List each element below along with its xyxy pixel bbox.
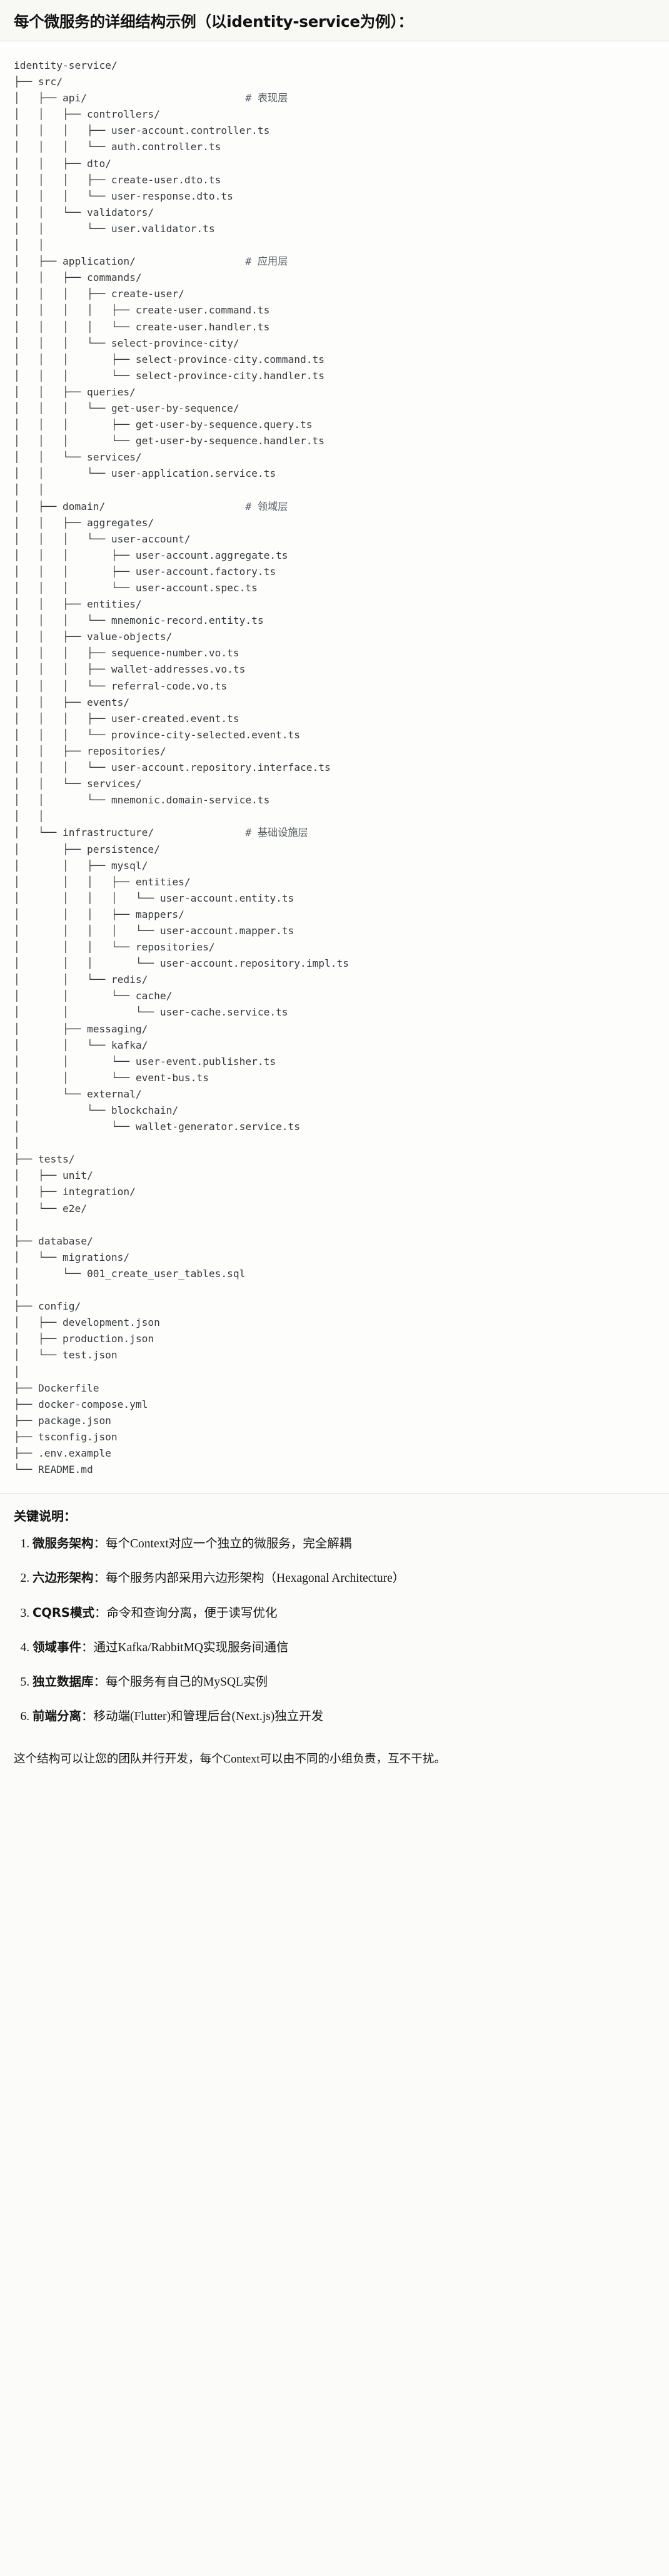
key-note-item: 前端分离：移动端(Flutter)和管理后台(Next.js)独立开发	[33, 1707, 655, 1726]
key-note-item: CQRS模式：命令和查询分离，便于读写优化	[33, 1604, 655, 1623]
key-notes-section: 关键说明： 微服务架构：每个Context对应一个独立的微服务，完全解耦六边形架…	[0, 1494, 669, 1742]
key-note-separator: ：	[93, 1572, 106, 1586]
tree-layer-comment: # 领域层	[245, 500, 288, 512]
key-note-term: 微服务架构	[33, 1536, 94, 1551]
key-notes-title: 关键说明：	[14, 1509, 76, 1524]
page-title: 每个微服务的详细结构示例（以identity-service为例）：	[14, 13, 413, 31]
key-note-term: 领域事件	[33, 1639, 82, 1654]
key-note-item: 六边形架构：每个服务内部采用六边形架构（Hexagonal Architectu…	[33, 1569, 655, 1588]
key-note-separator: ：	[93, 1537, 106, 1551]
key-note-description: 移动端(Flutter)和管理后台(Next.js)独立开发	[93, 1710, 324, 1724]
tree-layer-comment: # 应用层	[245, 255, 288, 268]
key-note-term: 六边形架构	[33, 1571, 94, 1586]
key-note-separator: ：	[81, 1710, 94, 1724]
tree-layer-comment: # 基础设施层	[245, 827, 308, 839]
key-note-description: 每个服务内部采用六边形架构（Hexagonal Architecture）	[106, 1572, 405, 1586]
key-note-term: 前端分离	[33, 1709, 82, 1724]
key-note-item: 领域事件：通过Kafka/RabbitMQ实现服务间通信	[33, 1638, 655, 1657]
key-note-description: 每个服务有自己的MySQL实例	[106, 1676, 268, 1689]
key-note-description: 命令和查询分离，便于读写优化	[106, 1606, 278, 1620]
key-note-separator: ：	[93, 1676, 106, 1689]
key-note-description: 每个Context对应一个独立的微服务，完全解耦	[106, 1537, 352, 1551]
key-note-separator: ：	[94, 1606, 107, 1620]
key-note-description: 通过Kafka/RabbitMQ实现服务间通信	[93, 1641, 289, 1654]
key-note-separator: ：	[81, 1641, 94, 1654]
closing-paragraph: 这个结构可以让您的团队并行开发，每个Context可以由不同的小组负责，互不干扰…	[0, 1741, 669, 1786]
document-header: 每个微服务的详细结构示例（以identity-service为例）：	[0, 0, 669, 41]
directory-tree: identity-service/ ├── src/ │ ├── api/ # …	[14, 59, 350, 1476]
tree-layer-comment: # 表现层	[245, 92, 288, 104]
key-note-term: 独立数据库	[33, 1674, 94, 1689]
document-page: 每个微服务的详细结构示例（以identity-service为例）： ident…	[0, 0, 669, 1785]
key-notes-list: 微服务架构：每个Context对应一个独立的微服务，完全解耦六边形架构：每个服务…	[14, 1534, 655, 1726]
key-note-item: 独立数据库：每个服务有自己的MySQL实例	[33, 1672, 655, 1692]
key-note-item: 微服务架构：每个Context对应一个独立的微服务，完全解耦	[33, 1534, 655, 1554]
key-note-term: CQRS模式	[33, 1605, 94, 1620]
directory-tree-block: identity-service/ ├── src/ │ ├── api/ # …	[0, 41, 669, 1494]
